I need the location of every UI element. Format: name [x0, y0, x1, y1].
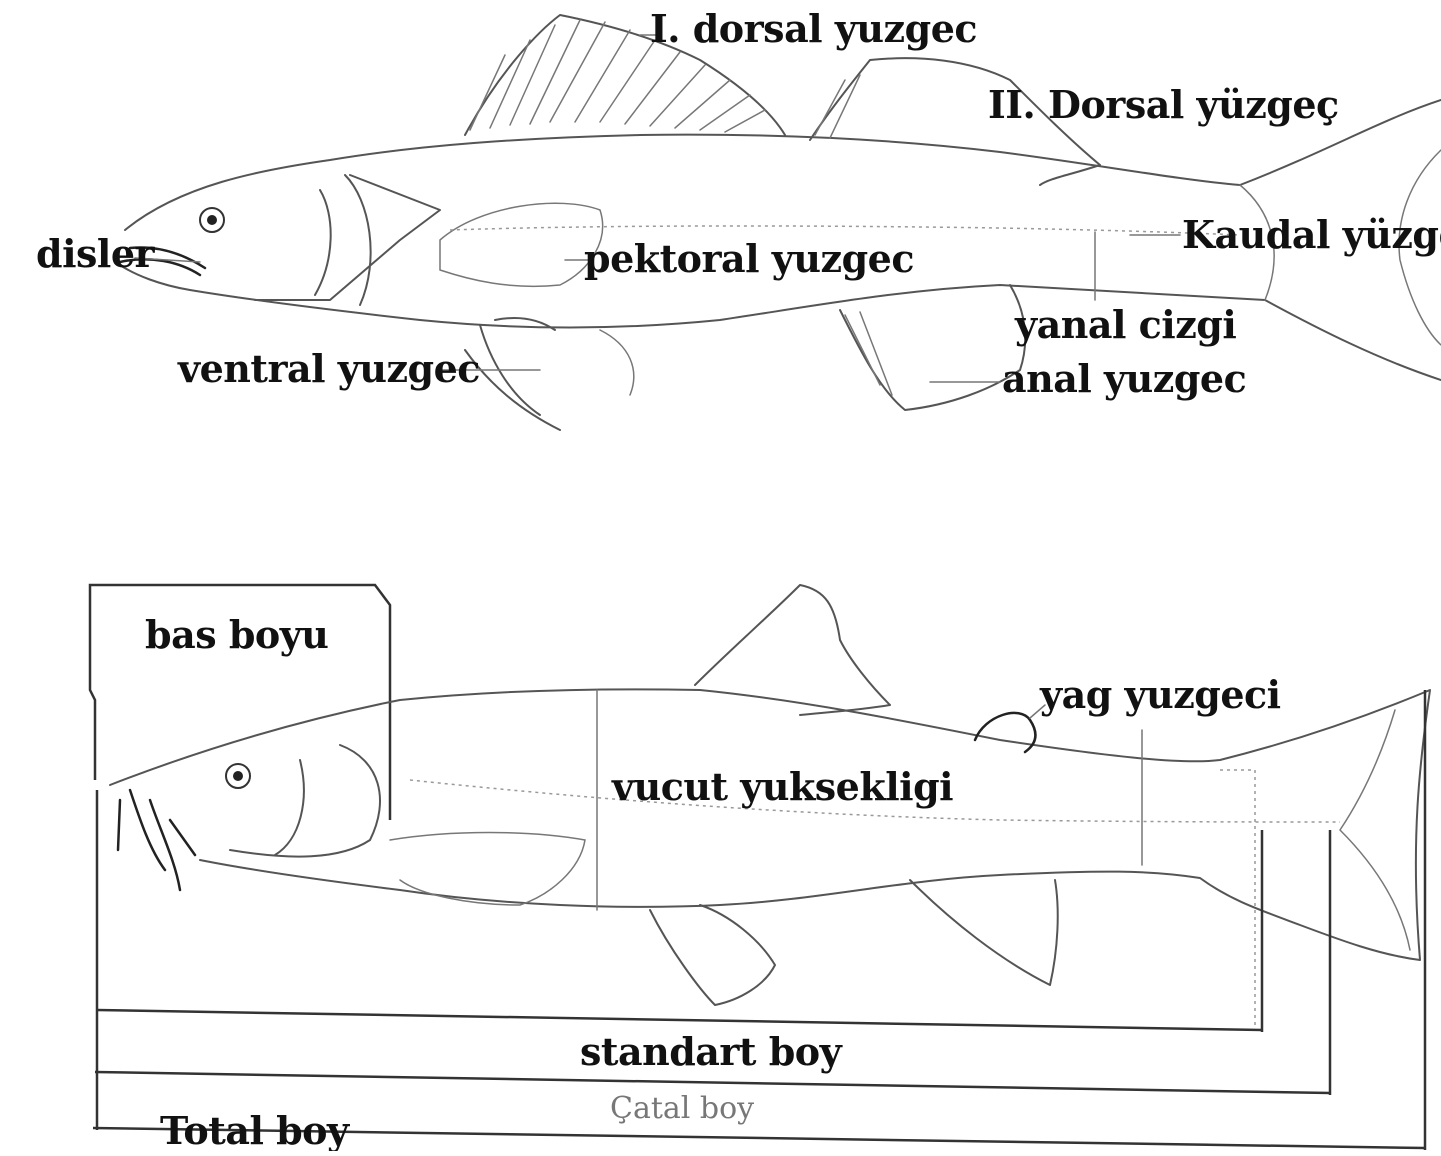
label-teeth: disler: [36, 231, 156, 276]
top-fish-gill-cover: [255, 175, 440, 305]
top-fish-pupil: [207, 215, 217, 225]
bottom-fish-barbels: [118, 790, 195, 890]
label-adipose-fin: yag yuzgeci: [1039, 672, 1281, 717]
label-body-depth: vucut yuksekligi: [611, 764, 953, 809]
label-anal-fin: anal yuzgec: [1002, 356, 1246, 401]
bottom-fish-adipose-fin: [975, 713, 1035, 752]
bottom-fish-gill-cover: [230, 745, 380, 857]
bottom-fish-pupil: [233, 771, 243, 781]
label-ventral-fin: ventral yuzgec: [177, 346, 480, 391]
bottom-fish-ventral-fin: [650, 905, 775, 1005]
label-pectoral-fin: pektoral yuzgec: [584, 236, 914, 281]
top-fish: I. dorsal yuzgec II. Dorsal yüzgeç Kauda…: [36, 6, 1441, 430]
top-fish-anal-fin: [840, 285, 1025, 410]
label-caudal-fin: Kaudal yüzgeç: [1182, 212, 1441, 257]
bottom-fish: bas boyu vucut yuksekligi yag yuzgeci st…: [90, 585, 1430, 1151]
top-fish-pectoral-fin: [440, 203, 603, 286]
label-dorsal-fin-1: I. dorsal yuzgec: [650, 6, 977, 51]
label-dorsal-fin-2: II. Dorsal yüzgeç: [988, 82, 1339, 127]
label-fork-length: Çatal boy: [610, 1091, 754, 1126]
bottom-fish-dorsal-fin: [695, 585, 890, 715]
top-fish-lateral-line: [450, 226, 1240, 235]
label-standard-length: standart boy: [580, 1029, 843, 1074]
bottom-fish-caudal-fin: [1340, 710, 1410, 950]
bottom-fish-body-outline: [110, 689, 1430, 960]
standard-length-line: [97, 830, 1262, 1032]
label-total-length: Total boy: [160, 1108, 350, 1151]
label-lateral-line: yanal cizgi: [1014, 302, 1236, 347]
bottom-fish-pectoral-fin: [390, 833, 585, 906]
label-head-length: bas boyu: [145, 612, 328, 657]
bottom-fish-anal-fin: [910, 880, 1058, 985]
